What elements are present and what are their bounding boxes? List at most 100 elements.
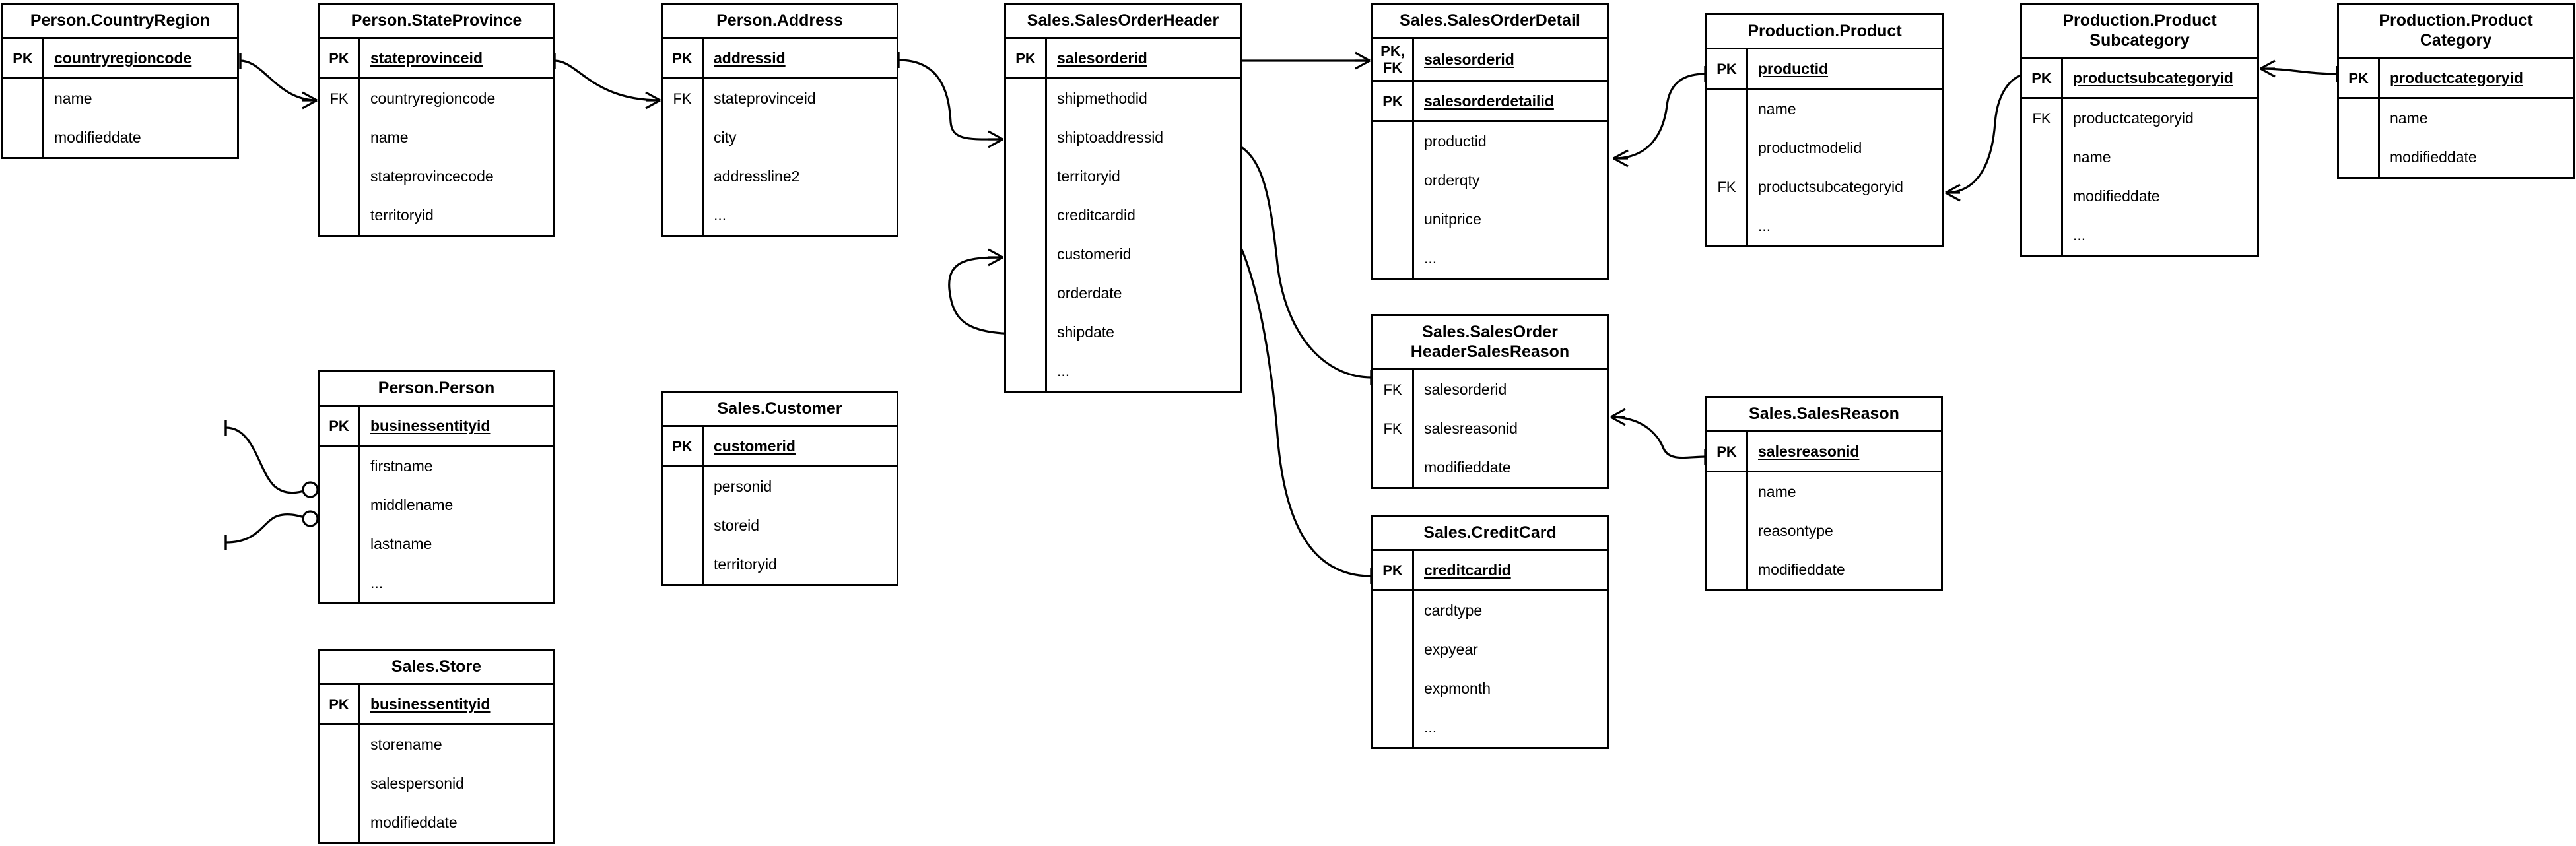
rel-line-stateprovince-address bbox=[554, 59, 661, 102]
attribute-row[interactable]: orderdate bbox=[1006, 274, 1240, 313]
attribute-row[interactable]: PK productid bbox=[1707, 49, 1942, 88]
attribute-row[interactable]: PK countryregioncode bbox=[3, 39, 237, 77]
attribute-row[interactable]: expmonth bbox=[1373, 669, 1607, 708]
attribute-row[interactable]: name bbox=[2339, 99, 2573, 138]
attribute-row[interactable]: modifieddate bbox=[2339, 138, 2573, 177]
attribute-name: salesorderdetailid bbox=[1424, 92, 1554, 110]
entity-sales-salesreason[interactable]: Sales.SalesReason PK salesreasonid name … bbox=[1705, 396, 1943, 591]
attribute-row[interactable]: ... bbox=[320, 564, 553, 602]
entity-person-stateprovince[interactable]: Person.StateProvince PK stateprovinceid … bbox=[318, 3, 555, 237]
key-marker bbox=[2022, 138, 2063, 177]
attribute-name: ... bbox=[1424, 719, 1437, 736]
attribute-row[interactable]: FK productsubcategoryid bbox=[1707, 168, 1942, 207]
attribute-row[interactable]: FK salesreasonid bbox=[1373, 409, 1607, 448]
entity-sales-salesorderheadersalesreason[interactable]: Sales.SalesOrder HeaderSalesReason FK sa… bbox=[1371, 314, 1609, 489]
attribute-row[interactable]: expyear bbox=[1373, 630, 1607, 669]
attribute-name: customerid bbox=[1057, 245, 1132, 263]
attribute-row[interactable]: PK, FK salesorderid bbox=[1373, 39, 1607, 80]
attribute-row[interactable]: name bbox=[320, 118, 553, 157]
attribute-row[interactable]: territoryid bbox=[1006, 157, 1240, 196]
entity-person-address[interactable]: Person.Address PK addressid FK stateprov… bbox=[661, 3, 898, 237]
attribute-row[interactable]: FK salesorderid bbox=[1373, 370, 1607, 409]
attribute-row[interactable]: FK stateprovinceid bbox=[663, 79, 897, 118]
attribute-name: shipmethodid bbox=[1057, 90, 1147, 107]
attribute-row[interactable]: name bbox=[1707, 90, 1942, 129]
attribute-row[interactable]: modifieddate bbox=[2022, 177, 2257, 216]
entity-body-section: name reasontype modifieddate bbox=[1707, 471, 1941, 589]
attribute-row[interactable]: modifieddate bbox=[3, 118, 237, 157]
entity-sales-salesorderheader[interactable]: Sales.SalesOrderHeader PK salesorderid s… bbox=[1004, 3, 1242, 393]
attribute-row[interactable]: productmodelid bbox=[1707, 129, 1942, 168]
attribute-row[interactable]: PK addressid bbox=[663, 39, 897, 77]
entity-body-section: personid storeid territoryid bbox=[663, 465, 897, 584]
entity-body-section: firstname middlename lastname ... bbox=[320, 445, 553, 602]
attribute-row[interactable]: storeid bbox=[663, 506, 897, 545]
attribute-row[interactable]: territoryid bbox=[663, 545, 897, 584]
attribute-row[interactable]: PK productcategoryid bbox=[2339, 59, 2573, 97]
attribute-name: shipdate bbox=[1057, 323, 1114, 341]
key-marker bbox=[2339, 138, 2380, 177]
entity-body-section: FK productcategoryid name modifieddate .… bbox=[2022, 97, 2257, 255]
attribute-row[interactable]: PK salesorderdetailid bbox=[1373, 82, 1607, 120]
attribute-row[interactable]: storename bbox=[320, 725, 553, 764]
attribute-row[interactable]: reasontype bbox=[1707, 511, 1941, 550]
attribute-row[interactable]: customerid bbox=[1006, 235, 1240, 274]
attribute-row[interactable]: name bbox=[2022, 138, 2257, 177]
attribute-row[interactable]: addressline2 bbox=[663, 157, 897, 196]
attribute-row[interactable]: firstname bbox=[320, 447, 553, 486]
attribute-row[interactable]: modifieddate bbox=[1707, 550, 1941, 589]
key-marker: PK, FK bbox=[1373, 39, 1414, 80]
entity-production-productcategory[interactable]: Production.Product Category PK productca… bbox=[2337, 3, 2575, 179]
attribute-row[interactable]: FK productcategoryid bbox=[2022, 99, 2257, 138]
entity-person-countryregion[interactable]: Person.CountryRegion PK countryregioncod… bbox=[1, 3, 239, 159]
entity-sales-customer[interactable]: Sales.Customer PK customerid personid st… bbox=[661, 391, 898, 586]
entity-sales-salesorderdetail[interactable]: Sales.SalesOrderDetail PK, FK salesorder… bbox=[1371, 3, 1609, 280]
attribute-row[interactable]: city bbox=[663, 118, 897, 157]
attribute-row[interactable]: ... bbox=[1006, 352, 1240, 391]
attribute-row[interactable]: ... bbox=[1373, 708, 1607, 747]
attribute-row[interactable]: salespersonid bbox=[320, 764, 553, 803]
attribute-row[interactable]: PK productsubcategoryid bbox=[2022, 59, 2257, 97]
attribute-row[interactable]: PK salesorderid bbox=[1006, 39, 1240, 77]
attribute-row[interactable]: stateprovincecode bbox=[320, 157, 553, 196]
attribute-row[interactable]: shipmethodid bbox=[1006, 79, 1240, 118]
key-marker bbox=[1373, 161, 1414, 200]
attribute-row[interactable]: name bbox=[1707, 472, 1941, 511]
attribute-row[interactable]: ... bbox=[663, 196, 897, 235]
rel-line-detail-product bbox=[1613, 73, 1706, 160]
attribute-row[interactable]: shipdate bbox=[1006, 313, 1240, 352]
attribute-row[interactable]: PK stateprovinceid bbox=[320, 39, 553, 77]
attribute-row[interactable]: ... bbox=[1707, 207, 1942, 245]
entity-production-product[interactable]: Production.Product PK productid name pro… bbox=[1705, 13, 1944, 247]
attribute-row[interactable]: cardtype bbox=[1373, 591, 1607, 630]
entity-title: Sales.SalesReason bbox=[1707, 398, 1941, 432]
attribute-row[interactable]: modifieddate bbox=[1373, 448, 1607, 487]
attribute-row[interactable]: middlename bbox=[320, 486, 553, 525]
attribute-row[interactable]: name bbox=[3, 79, 237, 118]
entity-sales-creditcard[interactable]: Sales.CreditCard PK creditcardid cardtyp… bbox=[1371, 515, 1609, 749]
attribute-row[interactable]: lastname bbox=[320, 525, 553, 564]
attribute-row[interactable]: PK businessentityid bbox=[320, 685, 553, 723]
attribute-name: addressid bbox=[714, 49, 786, 67]
attribute-row[interactable]: PK creditcardid bbox=[1373, 551, 1607, 589]
attribute-row[interactable]: FK countryregioncode bbox=[320, 79, 553, 118]
key-marker bbox=[1006, 274, 1047, 313]
attribute-row[interactable]: ... bbox=[2022, 216, 2257, 255]
entity-person-person[interactable]: Person.Person PK businessentityid firstn… bbox=[318, 370, 555, 604]
entity-sales-store[interactable]: Sales.Store PK businessentityid storenam… bbox=[318, 649, 555, 844]
attribute-row[interactable]: PK salesreasonid bbox=[1707, 432, 1941, 471]
key-marker bbox=[320, 157, 360, 196]
attribute-row[interactable]: productid bbox=[1373, 122, 1607, 161]
attribute-row[interactable]: PK customerid bbox=[663, 427, 897, 465]
attribute-row[interactable]: unitprice bbox=[1373, 200, 1607, 239]
attribute-row[interactable]: shiptoaddressid bbox=[1006, 118, 1240, 157]
attribute-row[interactable]: ... bbox=[1373, 239, 1607, 278]
attribute-row[interactable]: territoryid bbox=[320, 196, 553, 235]
attribute-row[interactable]: modifieddate bbox=[320, 803, 553, 842]
attribute-name: stateprovinceid bbox=[714, 90, 816, 107]
attribute-row[interactable]: PK businessentityid bbox=[320, 407, 553, 445]
attribute-row[interactable]: creditcardid bbox=[1006, 196, 1240, 235]
attribute-row[interactable]: orderqty bbox=[1373, 161, 1607, 200]
attribute-row[interactable]: personid bbox=[663, 467, 897, 506]
entity-production-productsubcategory[interactable]: Production.Product Subcategory PK produc… bbox=[2020, 3, 2259, 257]
